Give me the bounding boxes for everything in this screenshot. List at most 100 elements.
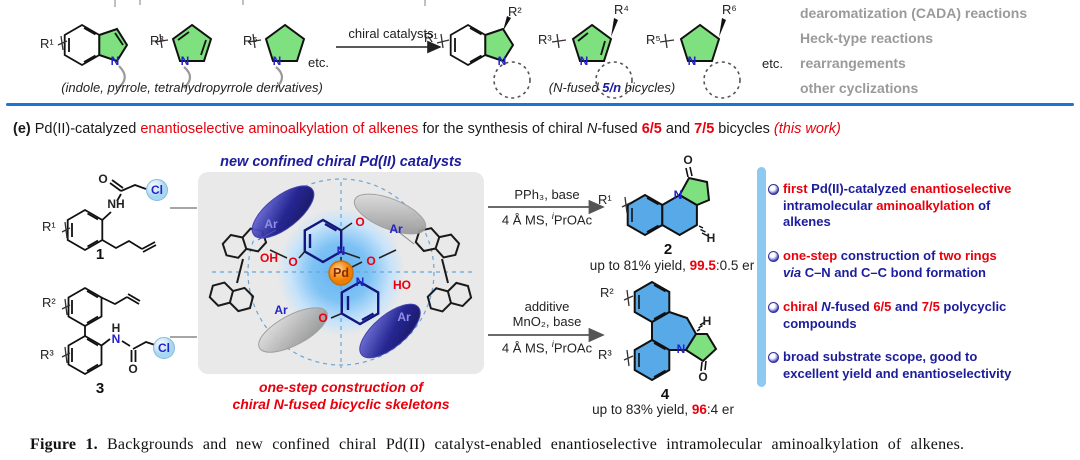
n-atom-label: N: [180, 54, 190, 68]
o-atom-label: O: [288, 255, 298, 269]
bullet-sphere-icon: [768, 352, 779, 363]
pd-center: [328, 260, 354, 286]
products-caption: (N-fused 5/n bicycles): [548, 80, 676, 95]
r3-label: R³: [598, 347, 612, 362]
yield-2-text: up to 81% yield, 99.5:0.5 er: [589, 258, 755, 273]
bullet-sphere-icon: [768, 184, 779, 195]
etc-label: etc.: [308, 55, 329, 70]
h-atom-label: H: [702, 314, 712, 328]
arrow-label: chiral catalysts: [348, 26, 434, 41]
product-r2-label: R²: [508, 4, 522, 19]
o-atom-label: O: [355, 215, 365, 229]
reaction-type-item: dearomatization (CADA) reactions: [800, 5, 1028, 21]
conditions-top-line1: PPh₃, base: [514, 187, 580, 202]
o-atom-label: O: [128, 362, 138, 376]
pyrrolidine-product-structure: [659, 18, 741, 99]
compound-2-label: 2: [663, 241, 673, 258]
n-atom-label: N: [676, 342, 686, 356]
compound-1-label: 1: [95, 246, 105, 263]
highlight-text: first Pd(II)-catalyzed enantioselective …: [783, 181, 1012, 229]
r1-label: R¹: [598, 192, 612, 207]
n-atom-label: N: [497, 54, 507, 68]
product-4-structure: [623, 280, 718, 382]
etc-label: etc.: [762, 56, 783, 71]
nh-atom-label: NH: [107, 197, 125, 211]
n-atom-label: N: [579, 54, 589, 68]
n-atom-label: N: [355, 275, 365, 289]
tetrahydropyrrole-structure: [247, 23, 306, 89]
ho-atom-label: HO: [393, 278, 411, 292]
product-r4-label: R⁴: [614, 2, 629, 17]
highlight-item-2: one-step construction of two rings via C…: [768, 248, 1080, 281]
r2-label: R²: [600, 285, 614, 300]
ar-label: Ar: [264, 217, 278, 231]
highlight-text: one-step construction of two rings via C…: [783, 248, 997, 280]
substrate-r1-label: R¹: [40, 36, 54, 51]
reaction-type-item: Heck-type reactions: [800, 30, 934, 46]
reaction-type-item: rearrangements: [800, 55, 906, 71]
cropped-remnants: [114, 0, 426, 7]
product-r5-label: R⁵: [646, 32, 661, 47]
section-divider: [6, 103, 1074, 106]
o-atom-label: O: [318, 311, 328, 325]
o-atom-label: O: [98, 172, 108, 186]
highlight-item-4: broad substrate scope, good to excellent…: [768, 349, 1080, 382]
conditions-bottom-line3: 4 Å MS, iPrOAc: [501, 339, 593, 356]
ar-shield-ellipses: [251, 185, 427, 359]
o-atom-label: O: [683, 153, 693, 167]
conditions-bottom-line2: MnO₂, base: [512, 314, 582, 329]
catalyst-box: [198, 172, 484, 374]
r3-label: R³: [40, 347, 54, 362]
pd-atom-label: Pd: [333, 266, 349, 280]
substrates-caption: (indole, pyrrole, tetrahydropyrrole deri…: [61, 80, 323, 95]
product-2-structure: [621, 166, 711, 237]
h-atom-label: H: [111, 321, 121, 335]
ligand-linker-bonds: [269, 222, 397, 319]
compound-3-label: 3: [95, 380, 105, 397]
n-atom-label: N: [272, 54, 282, 68]
figure-caption: Figure 1. Backgrounds and new confined c…: [30, 436, 965, 453]
product-r6-label: R⁶: [722, 2, 737, 17]
bullet-sphere-icon: [768, 302, 779, 313]
o-atom-label: O: [698, 370, 708, 384]
catalyst-caption: one-step construction of chiral N-fused …: [232, 379, 450, 412]
cl-atom-label: Cl: [158, 341, 170, 355]
n-atom-label: N: [673, 188, 683, 202]
substrate-3-structure: [61, 286, 175, 376]
ar-label: Ar: [274, 303, 288, 317]
cl-atom-label: Cl: [151, 183, 163, 197]
indole-structure: [57, 23, 129, 89]
indoline-product-structure: [436, 16, 531, 99]
r1-label: R¹: [42, 219, 56, 234]
pyrroline-product-structure: [551, 18, 633, 99]
highlight-item-3: chiral N-fused 6/5 and 7/5 polycyclic co…: [768, 299, 1080, 332]
ar-label: Ar: [389, 222, 403, 236]
h-atom-label: H: [706, 231, 716, 245]
substrate-r5-label: R⁵: [243, 33, 258, 48]
o-atom-label: O: [366, 254, 376, 268]
highlight-text: chiral N-fused 6/5 and 7/5 polycyclic co…: [783, 299, 1007, 331]
yield-4-text: up to 83% yield, 96:4 er: [592, 402, 734, 417]
bullet-sphere-icon: [768, 251, 779, 262]
highlights-bar: [757, 167, 766, 387]
highlight-item-1: first Pd(II)-catalyzed enantioselective …: [768, 181, 1080, 231]
n-atom-label: N: [110, 54, 120, 68]
reaction-type-item: other cyclizations: [800, 80, 919, 96]
compound-4-label: 4: [660, 386, 670, 403]
pyrrole-structure: [154, 23, 213, 89]
section-e-heading: (e) Pd(II)-catalyzed enantioselective am…: [13, 121, 841, 137]
substrate-1-structure: [61, 179, 168, 253]
r2-label: R²: [42, 295, 56, 310]
oh-atom-label: OH: [260, 251, 278, 265]
n-atom-label: N: [687, 54, 697, 68]
n-atom-label: N: [336, 244, 346, 258]
substrate-r3-label: R³: [150, 33, 164, 48]
catalyst-title: new confined chiral Pd(II) catalysts: [220, 154, 462, 170]
product-r3-label: R³: [538, 32, 552, 47]
product-r1-label: R¹: [424, 30, 438, 45]
conditions-bottom-line1: additive: [524, 299, 570, 314]
ar-label: Ar: [397, 310, 411, 324]
highlight-text: broad substrate scope, good to excellent…: [783, 349, 1012, 381]
